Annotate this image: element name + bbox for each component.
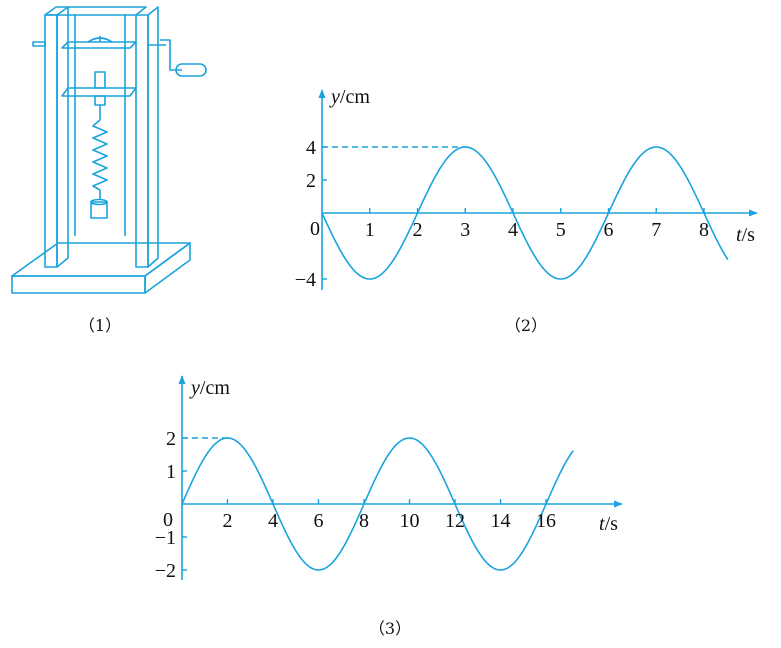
caption-fig3: （3） <box>369 619 411 638</box>
fig2-x-label: t/s <box>736 224 755 246</box>
fig3-x-tick-label: 16 <box>536 510 556 532</box>
fig2-x-tick-label: 8 <box>699 219 709 241</box>
fig3-x-tick-label: 4 <box>268 510 278 532</box>
apparatus-left-post-side <box>56 6 69 268</box>
fig2-x-tick-label: 5 <box>556 219 566 241</box>
apparatus-left-peg <box>32 41 46 47</box>
fig3-x-tick-label: 10 <box>400 510 420 532</box>
apparatus-right-post-side <box>147 6 159 268</box>
fig2-x-tick-label: 2 <box>413 219 423 241</box>
fig3-y-tick-label: −1 <box>155 527 176 549</box>
fig2-y-tick-label: 2 <box>306 170 316 192</box>
chart-fig2: y/cm t/s 0 1 2 3 4 5 6 7 8 4 2 −4 （2） <box>295 86 758 335</box>
fig2-x-tick-label: 4 <box>508 219 518 241</box>
apparatus-spring <box>92 119 108 191</box>
fig3-series-line <box>181 437 574 571</box>
fig2-series-line <box>321 146 729 280</box>
apparatus-upper-platform <box>61 41 137 49</box>
fig2-x-tick-label: 6 <box>604 219 614 241</box>
apparatus-right-post <box>135 14 149 268</box>
fig2-y-tick-label: −4 <box>295 269 316 291</box>
chart-fig3: y/cm t/s 0 2 4 6 8 10 12 14 16 2 1 −1 −2 （3） <box>155 375 623 638</box>
apparatus-base-front <box>11 275 146 294</box>
fig3-origin-label: 0 <box>163 509 173 531</box>
apparatus-weight <box>90 201 108 219</box>
apparatus-base-side <box>144 242 191 294</box>
fig2-x-tick-label: 7 <box>651 219 661 241</box>
fig3-x-tick-label: 12 <box>445 510 465 532</box>
fig3-x-tick-label: 14 <box>491 510 511 532</box>
apparatus-left-post <box>44 14 58 268</box>
fig2-y-label: y/cm <box>329 86 370 108</box>
fig3-y-tick-label: 1 <box>166 461 176 483</box>
fig3-y-tick-label: −2 <box>155 560 176 582</box>
apparatus-lower-platform <box>61 87 137 97</box>
fig3-x-label: t/s <box>599 513 618 535</box>
fig3-x-tick-label: 2 <box>223 510 233 532</box>
fig2-x-tick-label: 1 <box>365 219 375 241</box>
apparatus-illustration <box>11 6 207 294</box>
fig2-x-tick-label: 3 <box>460 219 470 241</box>
fig3-y-label: y/cm <box>189 377 230 399</box>
apparatus-base <box>11 242 191 277</box>
fig3-y-tick-label: 2 <box>166 428 176 450</box>
fig3-x-tick-label: 6 <box>314 510 324 532</box>
fig2-origin-label: 0 <box>310 218 320 240</box>
caption-fig1: （1） <box>79 316 121 335</box>
fig3-x-tick-label: 8 <box>359 510 369 532</box>
apparatus-top-beam <box>44 6 147 16</box>
caption-fig2: （2） <box>505 316 547 335</box>
fig2-y-tick-label: 4 <box>306 137 316 159</box>
